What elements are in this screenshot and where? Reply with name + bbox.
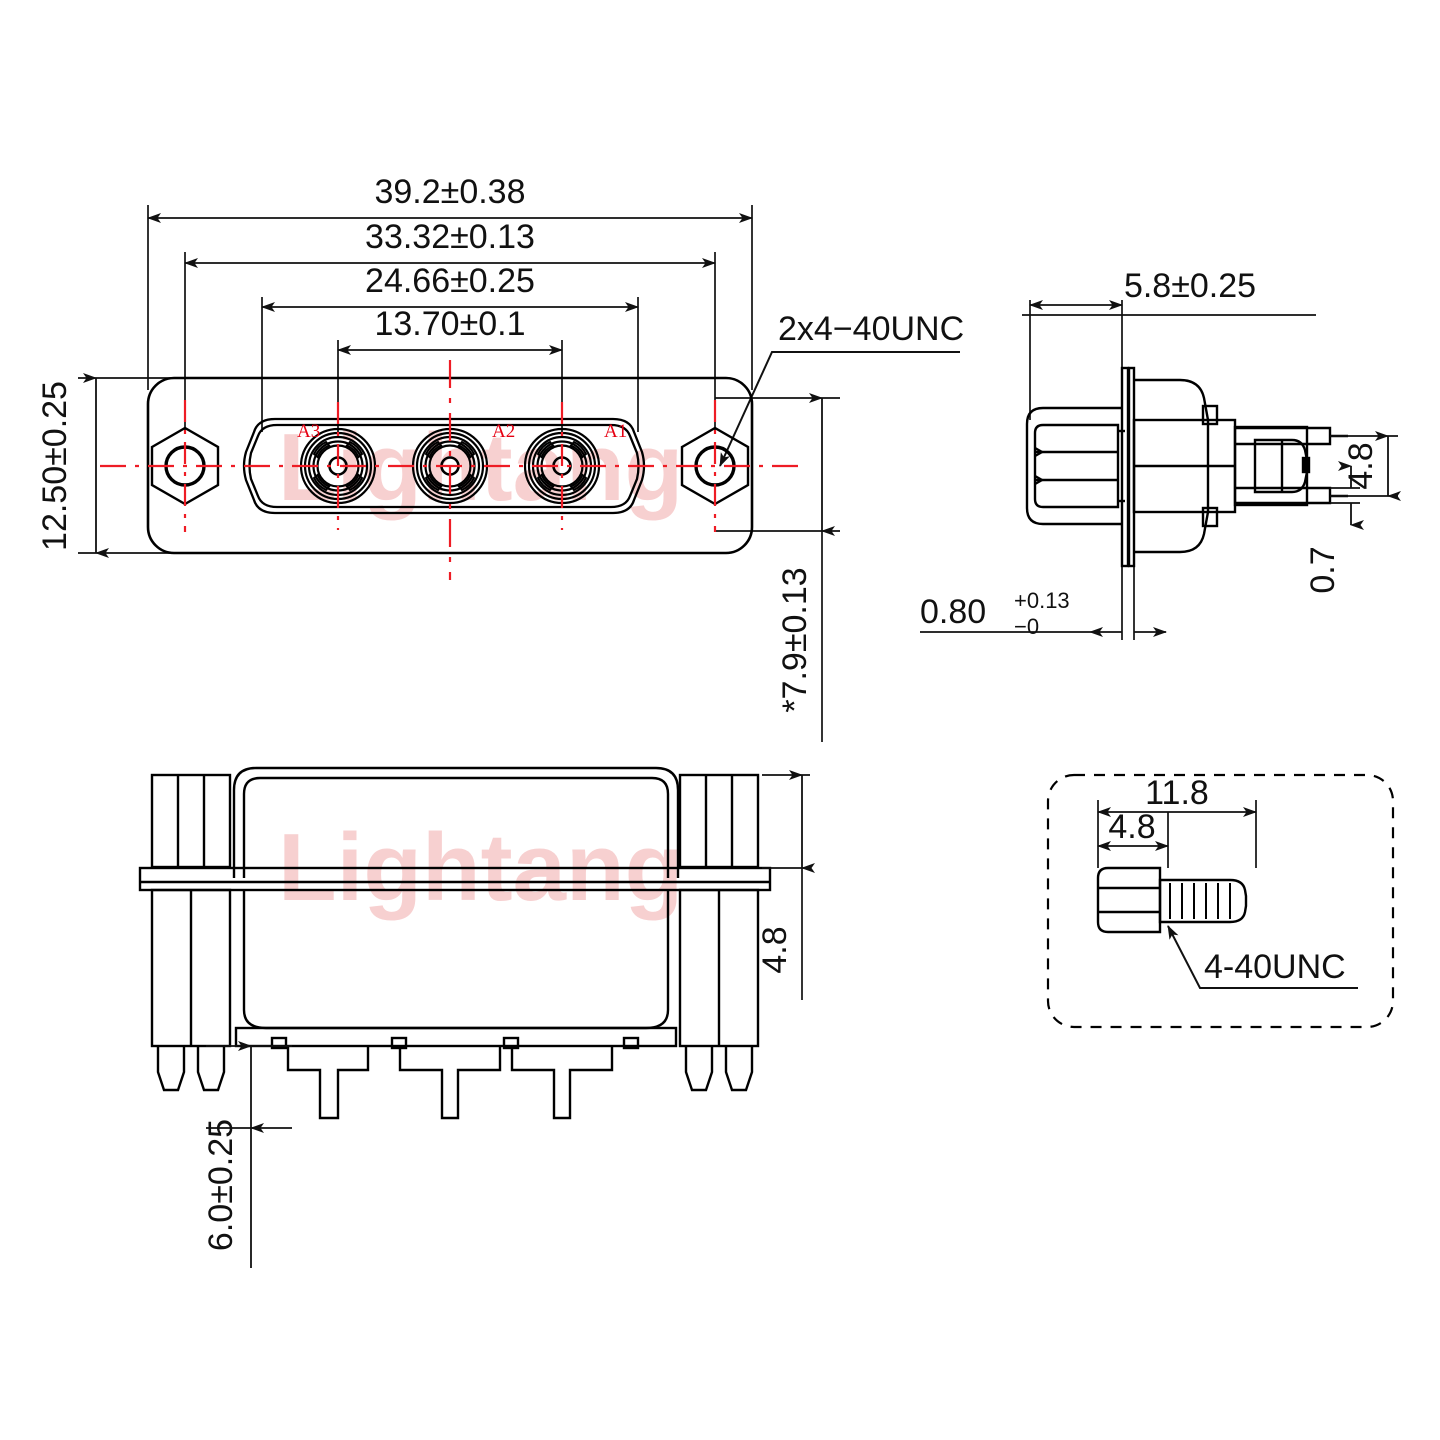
dim-flange-tol-lower: −0 [1014, 614, 1039, 639]
dim-flange-thickness: 0.80 +0.13 −0 [920, 588, 1167, 639]
jackscrew-detail: 11.8 4.8 4-40UNC [1046, 773, 1395, 1029]
dim-hex-length: 4.8 [1108, 808, 1155, 846]
dim-contact-pitch: 13.70±0.1 [374, 305, 525, 343]
contact-label-a3: A3 [297, 421, 320, 442]
dim-screw-total-length: 11.8 [1145, 774, 1209, 812]
contact-label-a2: A2 [492, 421, 515, 442]
detail-leader-line [1167, 925, 1358, 989]
centerlines [100, 360, 800, 580]
dim-pin-length: 6.0±0.25 [202, 1119, 240, 1251]
contact-label-a1: A1 [604, 421, 627, 442]
dim-standoff-height: 4.8 [756, 926, 794, 973]
rear-elevation-view: 4.8 6.0±0.25 [138, 766, 815, 1268]
rear-body-geometry [138, 766, 772, 1120]
d-shell-outline [242, 417, 646, 515]
dim-tail-thickness: 0.7 [1304, 546, 1342, 593]
leader-line [719, 351, 960, 467]
thread-callout: 2x4−40UNC [719, 310, 964, 467]
dim-tail-height: 4.8 [1342, 442, 1380, 489]
dim-flange-tol-upper: +0.13 [1014, 588, 1070, 613]
dim-shell-height: *7.9±0.13 [776, 567, 814, 712]
dim-overall-height: 12.50±0.25 [36, 381, 74, 551]
thread-callout-label: 2x4−40UNC [778, 310, 964, 348]
dim-flange-thickness-value: 0.80 [920, 593, 986, 631]
top-view: 39.2±0.38 33.32±0.13 24.66±0.25 13.70±0.… [36, 173, 964, 742]
dim-body-depth: 5.8±0.25 [1124, 267, 1256, 305]
side-view: 5.8±0.25 0.80 +0.13 −0 [920, 267, 1401, 640]
dim-lines-horizontal [147, 213, 753, 355]
detail-screw-geometry [1096, 866, 1248, 934]
side-body-geometry [1025, 366, 1348, 568]
side-tailthick-extensions [1330, 487, 1360, 504]
dim-overall-width: 39.2±0.38 [374, 173, 525, 211]
screw-thread-callout: 4-40UNC [1204, 948, 1346, 986]
dim-mount-hole-span: 33.32±0.13 [365, 218, 535, 256]
dim-shell-width: 24.66±0.25 [365, 262, 535, 300]
detail-border [1046, 773, 1395, 1029]
